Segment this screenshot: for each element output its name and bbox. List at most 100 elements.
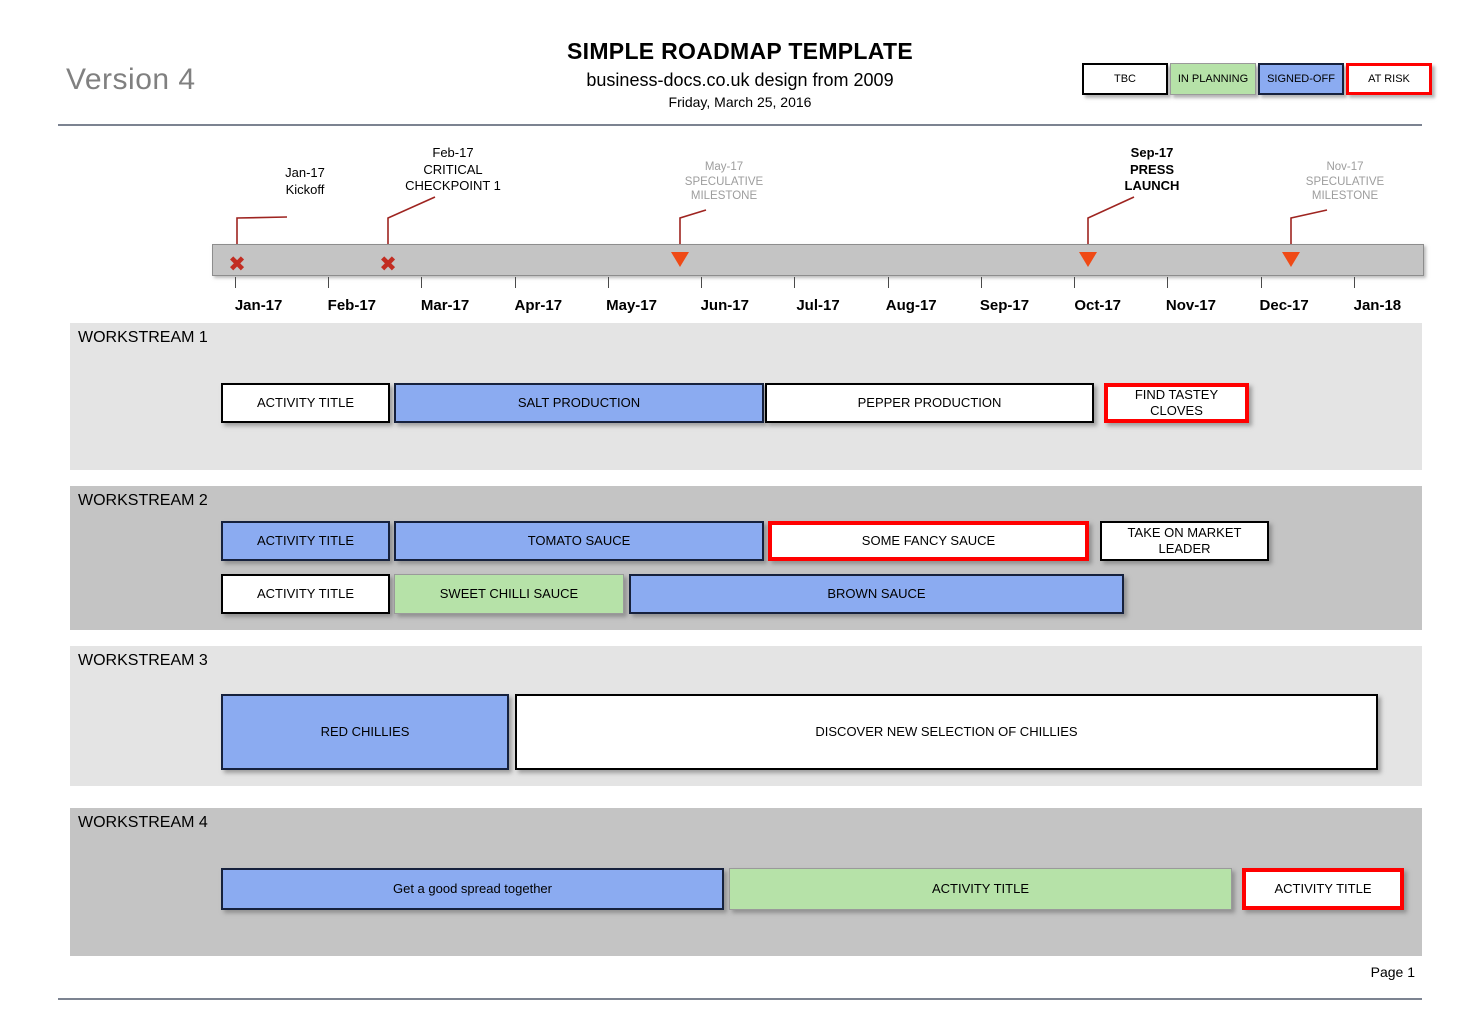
activity-bar-label: TOMATO SAUCE — [527, 533, 631, 549]
activity-bar-label: SWEET CHILLI SAUCE — [439, 586, 579, 602]
timeline-tick — [701, 277, 703, 288]
timeline-month-label: Nov-17 — [1165, 297, 1216, 314]
timeline-tick — [1353, 277, 1355, 288]
milestone-text-line: PRESS — [1129, 161, 1175, 177]
timeline-tick — [607, 277, 609, 288]
activity-bar[interactable]: FIND TASTEY CLOVES — [1104, 383, 1249, 423]
timeline-month-label: Aug-17 — [885, 297, 937, 314]
timeline-tick — [421, 277, 423, 288]
version-label: Version 4 — [66, 63, 196, 96]
activity-bar[interactable]: TOMATO SAUCE — [394, 521, 764, 561]
activity-bar-label: ACTIVITY TITLE — [256, 586, 355, 602]
page-title: SIMPLE ROADMAP TEMPLATE — [567, 38, 913, 64]
milestone-triangle-icon[interactable] — [1079, 252, 1097, 267]
legend-item-label: TBC — [1114, 72, 1136, 85]
legend-item-planning[interactable]: IN PLANNING — [1170, 63, 1256, 95]
timeline-month-label: Jan-18 — [1353, 297, 1402, 314]
workstream-title: WORKSTREAM 4 — [78, 814, 208, 831]
milestone-triangle-icon[interactable] — [671, 252, 689, 267]
workstream-title: WORKSTREAM 1 — [78, 329, 208, 346]
page-date: Friday, March 25, 2016 — [668, 94, 812, 110]
timeline-bar-wrap — [212, 244, 1424, 276]
workstream-title: WORKSTREAM 2 — [78, 492, 208, 509]
activity-bar[interactable]: SALT PRODUCTION — [394, 383, 764, 423]
timeline-month-label: Feb-17 — [327, 297, 377, 314]
activity-bar[interactable]: RED CHILLIES — [221, 694, 509, 770]
milestone-date: Nov-17 — [1326, 161, 1364, 173]
activity-bar[interactable]: ACTIVITY TITLE — [1242, 868, 1404, 910]
legend-item-risk[interactable]: AT RISK — [1346, 63, 1432, 95]
timeline-month-label: Apr-17 — [514, 297, 563, 314]
activity-bar[interactable]: PEPPER PRODUCTION — [765, 383, 1094, 423]
legend-item-signed[interactable]: SIGNED-OFF — [1258, 63, 1344, 95]
milestone-triangle-icon[interactable] — [1282, 252, 1300, 267]
activity-bar[interactable]: ACTIVITY TITLE — [729, 868, 1232, 910]
timeline-tick — [980, 277, 982, 288]
activity-bar-label: TAKE ON MARKET LEADER — [1127, 525, 1242, 556]
timeline-month-label: Oct-17 — [1074, 297, 1122, 314]
timeline-month-label: Sep-17 — [979, 297, 1030, 314]
activity-bar[interactable]: ACTIVITY TITLE — [221, 383, 390, 423]
milestone-connector — [387, 196, 436, 244]
milestone-text: SPECULATIVE MILESTONE — [1306, 175, 1384, 204]
legend-item-label: SIGNED-OFF — [1267, 72, 1335, 85]
status-legend: TBC IN PLANNING SIGNED-OFF AT RISK — [1082, 63, 1432, 95]
activity-bar-label: Get a good spread together — [392, 881, 552, 897]
activity-bar-label: ACTIVITY TITLE — [931, 881, 1030, 897]
timeline-month-label: May-17 — [606, 297, 657, 314]
activity-bar[interactable]: BROWN SAUCE — [629, 574, 1124, 614]
timeline-tick — [1260, 277, 1262, 288]
milestone-x-icon[interactable]: ✖ — [379, 253, 397, 276]
milestone-connector — [679, 209, 707, 244]
activity-bar[interactable]: DISCOVER NEW SELECTION OF CHILLIES — [515, 694, 1378, 770]
activity-bar[interactable]: SOME FANCY SAUCE — [768, 521, 1089, 561]
title-block: SIMPLE ROADMAP TEMPLATE business-docs.co… — [350, 38, 1130, 110]
activity-bar-label: FIND TASTEY CLOVES — [1134, 387, 1219, 418]
activity-bar-label: DISCOVER NEW SELECTION OF CHILLIES — [815, 724, 1078, 740]
header-divider — [58, 124, 1422, 126]
activity-bar-label: ACTIVITY TITLE — [1274, 881, 1372, 897]
timeline-tick — [514, 277, 516, 288]
timeline-month-label: Mar-17 — [420, 297, 470, 314]
milestone-connector — [1290, 209, 1328, 244]
activity-bar[interactable]: SWEET CHILLI SAUCE — [394, 574, 624, 614]
milestone-text-line: SPECULATIVE — [1305, 175, 1385, 188]
timeline-month-label: Jan-17 — [234, 297, 283, 314]
milestone-text-line: CRITICAL — [423, 161, 483, 177]
activity-bar-label: RED CHILLIES — [320, 724, 410, 740]
activity-bar[interactable]: ACTIVITY TITLE — [221, 521, 390, 561]
legend-item-tbc[interactable]: TBC — [1082, 63, 1168, 95]
activity-bar-label: PEPPER PRODUCTION — [857, 395, 1002, 411]
milestone-date: Sep-17 — [1130, 145, 1174, 160]
workstream-title: WORKSTREAM 3 — [78, 652, 208, 669]
milestone-text-line: LAUNCH — [1124, 178, 1180, 194]
timeline-month-label: Dec-17 — [1259, 297, 1309, 314]
milestone-connector — [1087, 196, 1135, 244]
milestone-date: May-17 — [704, 161, 744, 173]
milestone-text-line: MILESTONE — [1311, 190, 1379, 203]
timeline-tick — [887, 277, 889, 288]
footer-divider — [58, 998, 1422, 1000]
milestone-date: Feb-17 — [432, 145, 474, 160]
milestone-date: Jan-17 — [285, 165, 325, 180]
page-number: Page 1 — [1370, 964, 1415, 980]
legend-item-label: AT RISK — [1368, 72, 1410, 85]
activity-bar-label: SALT PRODUCTION — [517, 395, 641, 411]
timeline-bar — [212, 244, 1424, 276]
milestone-text: Kickoff — [285, 181, 325, 197]
page-subtitle: business-docs.co.uk design from 2009 — [586, 70, 894, 90]
timeline-tick — [794, 277, 796, 288]
milestone-x-icon[interactable]: ✖ — [228, 253, 246, 276]
milestone-connector — [236, 216, 288, 244]
activity-bar[interactable]: TAKE ON MARKET LEADER — [1100, 521, 1269, 561]
timeline-month-label: Jul-17 — [796, 297, 840, 314]
activity-bar[interactable]: Get a good spread together — [221, 868, 724, 910]
activity-bar[interactable]: ACTIVITY TITLE — [221, 574, 390, 614]
activity-bar-label: BROWN SAUCE — [827, 586, 926, 602]
activity-bar-label: SOME FANCY SAUCE — [861, 533, 996, 549]
